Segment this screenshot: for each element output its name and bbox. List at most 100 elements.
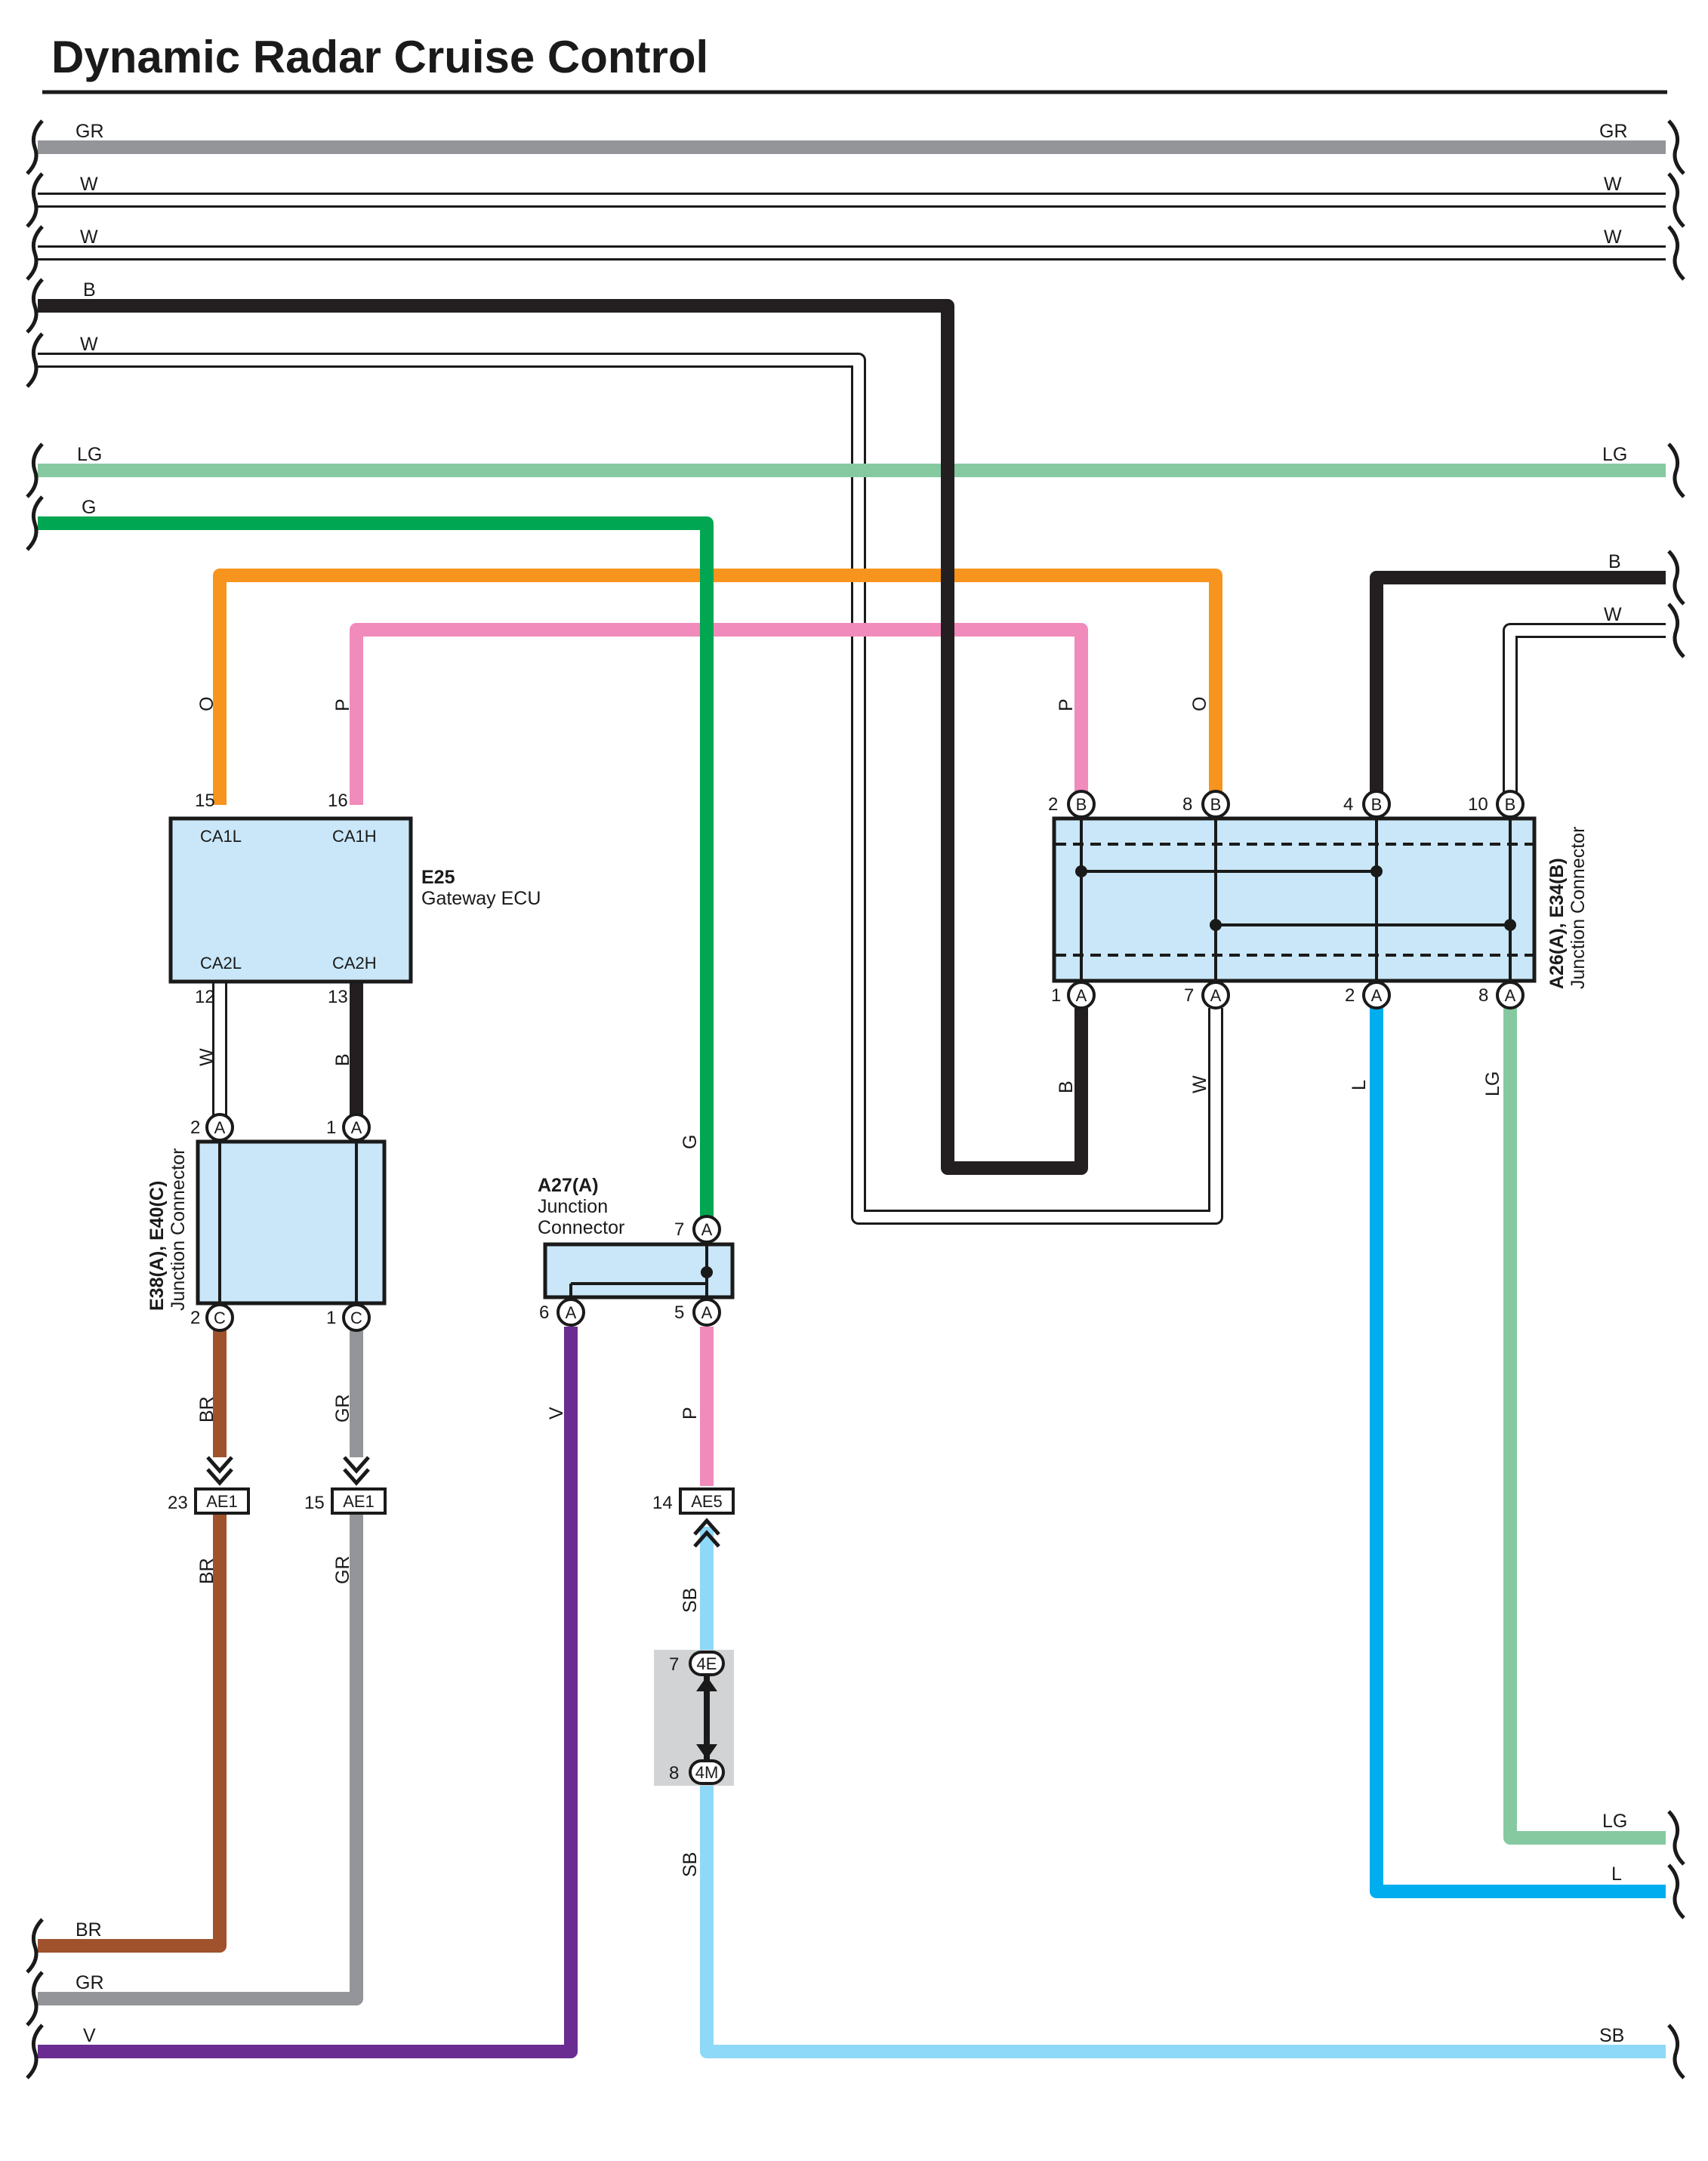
wire-label: GR	[76, 1972, 104, 1993]
wire-break-right	[1667, 1864, 1685, 1919]
shaded-splice-4e-4m: 4E 7 4M 8	[654, 1650, 734, 1786]
wire-break-left	[26, 119, 44, 175]
component-name: Gateway ECU	[421, 888, 541, 909]
wire-break-right	[1667, 442, 1685, 498]
inline-connector-ae5: AE5 14	[652, 1487, 735, 1548]
svg-text:A: A	[214, 1118, 226, 1137]
wire-label: W	[80, 334, 98, 355]
svg-text:AE1: AE1	[206, 1492, 238, 1511]
terminal-label: CA1H	[332, 827, 377, 846]
svg-text:A: A	[566, 1303, 577, 1322]
connector-pin: A 7	[1184, 981, 1230, 1010]
wire-break-left	[26, 1918, 44, 1974]
wire-label: W	[1604, 604, 1622, 625]
page-title: Dynamic Radar Cruise Control	[51, 32, 708, 82]
connector-pin: A 5	[674, 1298, 721, 1327]
wire-label: L	[1349, 1080, 1370, 1090]
component-id: E38(A), E40(C)	[146, 1181, 168, 1311]
wire-label: BR	[196, 1396, 217, 1423]
wire-label: O	[1189, 697, 1210, 711]
wire-label: G	[680, 1135, 701, 1149]
wire-label: B	[332, 1053, 353, 1066]
svg-text:7: 7	[674, 1219, 684, 1240]
connector-pin: C 1	[326, 1303, 371, 1332]
wire-w-right	[1503, 623, 1666, 804]
wire-label: P	[680, 1407, 701, 1420]
svg-text:B: B	[1505, 795, 1516, 814]
connector-pin: A 7	[674, 1215, 721, 1244]
svg-text:2: 2	[190, 1117, 200, 1138]
wire-label: SB	[680, 1852, 701, 1877]
svg-text:B: B	[1210, 795, 1222, 814]
wire-label: GR	[1599, 121, 1628, 142]
wire-label: W	[1604, 227, 1622, 248]
svg-text:A: A	[1210, 986, 1222, 1005]
gateway-ecu-e25: CA1L CA1H CA2L CA2H 15 16 12 13 E25 Gate…	[168, 791, 541, 1007]
wire-l	[1370, 1008, 1666, 1898]
terminal-label: CA2H	[332, 954, 377, 973]
wire-label: G	[82, 497, 96, 518]
junction-connector-a26-e34: B 2 B 8 B 4 B 10 A 1 A 7	[1048, 790, 1589, 1010]
wire-label: O	[196, 697, 217, 711]
wire-break-right	[1667, 119, 1685, 175]
wire-break-left	[26, 225, 44, 281]
wire-label: SB	[680, 1588, 701, 1613]
connector-pin: A 2	[190, 1113, 234, 1142]
svg-text:5: 5	[674, 1302, 684, 1323]
wire-label: W	[80, 227, 98, 248]
svg-text:4E: 4E	[697, 1654, 717, 1673]
wire-b-a26-pin1	[38, 299, 1088, 1175]
svg-text:6: 6	[539, 1302, 549, 1323]
svg-text:8: 8	[1478, 985, 1488, 1006]
svg-text:10: 10	[1468, 794, 1488, 815]
wire-label: LG	[77, 444, 102, 465]
component-id: E25	[421, 867, 455, 888]
pin-number: 15	[195, 791, 215, 811]
wire-sb-down	[700, 1786, 1666, 2058]
svg-text:C: C	[350, 1309, 362, 1327]
wire-break-left	[26, 278, 44, 334]
wire-o	[213, 569, 1222, 805]
svg-text:2: 2	[1048, 794, 1058, 815]
svg-text:2: 2	[190, 1308, 200, 1328]
wire-label: W	[80, 174, 98, 195]
svg-text:A: A	[701, 1303, 713, 1322]
wire-break-left	[26, 332, 44, 388]
connector-pin: B 10	[1468, 790, 1525, 818]
junction-connector-a27: A 7 A 6 A 5 A27(A) Junction Connector	[538, 1175, 735, 1327]
wire-label: V	[546, 1407, 567, 1420]
wire-label: LG	[1602, 444, 1627, 465]
wire-label: BR	[76, 1919, 102, 1941]
svg-text:B: B	[1371, 795, 1383, 814]
wire-label: V	[83, 2025, 96, 2046]
svg-text:23: 23	[168, 1493, 188, 1513]
component-id: A27(A)	[538, 1175, 599, 1196]
connector-pin: A 1	[1051, 981, 1096, 1010]
wire-p-e25	[350, 623, 1088, 805]
inline-connector-ae1-right: AE1 15	[304, 1456, 387, 1515]
wire-gr-down	[38, 1515, 363, 2005]
wire-break-left	[26, 495, 44, 551]
wire-label: SB	[1599, 2025, 1624, 2046]
wire-break-right	[1667, 172, 1685, 228]
svg-text:15: 15	[304, 1493, 325, 1513]
wire-label: W	[1604, 174, 1622, 195]
wire-break-right	[1667, 2024, 1685, 2079]
wire-break-right	[1667, 550, 1685, 606]
svg-text:A: A	[351, 1118, 362, 1137]
svg-text:1: 1	[326, 1117, 336, 1138]
wire-break-left	[26, 172, 44, 228]
wire-break-right	[1667, 603, 1685, 658]
gateway-ecu-box	[168, 816, 413, 984]
wire-label: GR	[332, 1395, 353, 1423]
wire-label: P	[332, 698, 353, 711]
svg-text:A: A	[1076, 986, 1087, 1005]
pin-number: 12	[195, 987, 215, 1007]
svg-text:A: A	[1371, 986, 1383, 1005]
connector-pin: C 2	[190, 1303, 234, 1332]
svg-text:7: 7	[669, 1654, 679, 1675]
svg-text:A: A	[701, 1220, 713, 1239]
wire-label: LG	[1602, 1811, 1627, 1832]
wire-break-left	[26, 1971, 44, 2027]
